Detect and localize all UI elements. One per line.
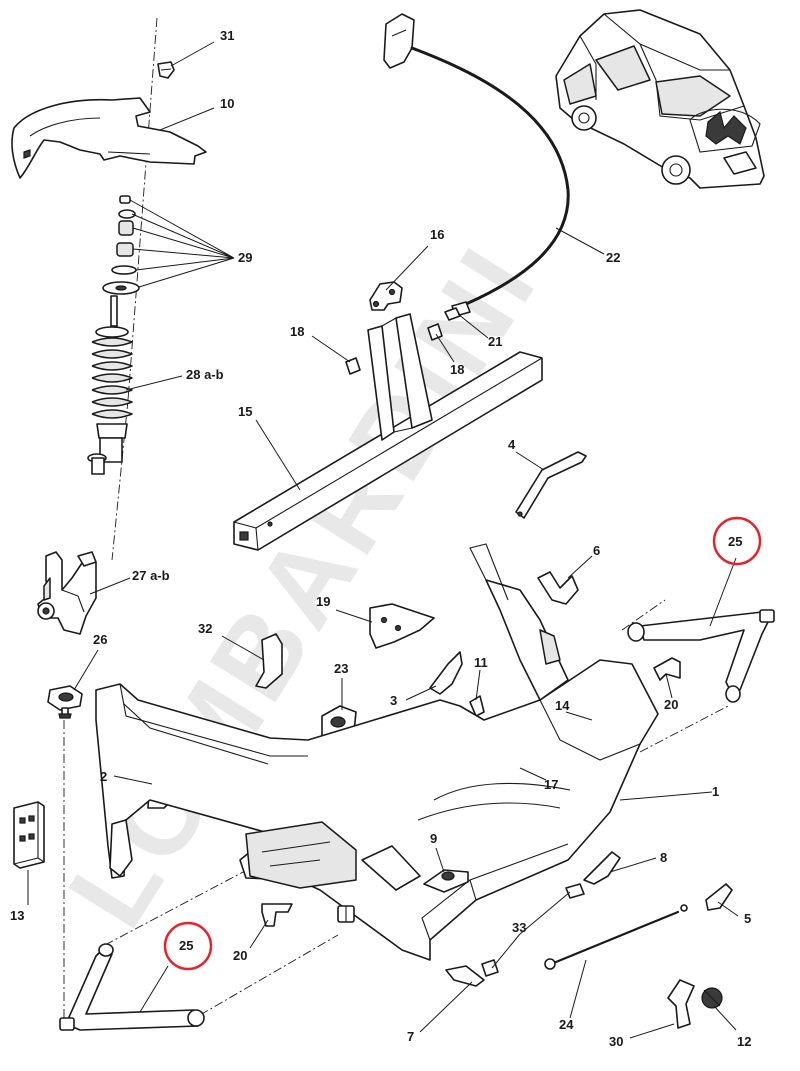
bracket-32-part — [255, 633, 283, 689]
knuckle-axis-line — [111, 399, 129, 561]
left-arm-axis-line — [104, 861, 263, 946]
callout-26: 26 — [93, 632, 107, 647]
callout-23: 23 — [334, 661, 348, 676]
highlight-circle-25-left — [163, 921, 213, 971]
callout-18-left: 18 — [290, 324, 304, 339]
bracket-19-part — [369, 603, 435, 649]
callout-16: 16 — [430, 227, 444, 242]
callout-29: 29 — [238, 250, 252, 265]
callout-labels: 1 2 3 4 5 6 7 8 9 10 11 12 13 14 15 16 1… — [10, 28, 751, 1049]
callout-32: 32 — [198, 621, 212, 636]
strut-top-mount-stack — [102, 195, 140, 295]
leader-lines — [27, 41, 739, 1039]
callout-11: 11 — [474, 655, 488, 670]
bracket-20-left — [261, 903, 293, 927]
crossmember-part — [233, 313, 543, 551]
callout-33: 33 — [512, 920, 526, 935]
callout-20-right: 20 — [664, 697, 678, 712]
wheel-arch-liner-part — [11, 97, 207, 179]
callout-12: 12 — [737, 1034, 751, 1049]
clip-33-pair — [481, 883, 585, 977]
bracket-20-right — [653, 657, 681, 681]
callout-18-right: 18 — [450, 362, 464, 377]
earth-cable-part — [544, 904, 688, 970]
callout-14: 14 — [555, 698, 570, 713]
bolt-12-part — [701, 987, 723, 1009]
bracket-3-part — [429, 651, 463, 695]
clip-part — [157, 61, 175, 79]
callout-6: 6 — [593, 543, 600, 558]
right-control-arm-part — [627, 609, 775, 703]
callout-25-right: 25 — [728, 534, 742, 549]
callout-1: 1 — [712, 784, 719, 799]
callout-10: 10 — [220, 96, 234, 111]
callout-3: 3 — [390, 693, 397, 708]
strap-7-part — [445, 965, 485, 987]
callout-22: 22 — [606, 250, 620, 265]
bracket-30-part — [667, 979, 695, 1029]
steering-knuckle-part — [37, 551, 97, 635]
strut-axis-line — [127, 17, 158, 401]
right-arm-axis-line-2 — [621, 599, 666, 631]
callout-24: 24 — [559, 1017, 574, 1032]
callout-31: 31 — [220, 28, 234, 43]
strap-8-part — [583, 851, 621, 885]
vehicle-location-inset — [555, 9, 765, 189]
main-subframe-part — [95, 543, 659, 961]
bracket-5-part — [705, 883, 733, 911]
highlight-circles — [163, 516, 762, 971]
support-block-part — [13, 801, 45, 869]
callout-27: 27 a-b — [132, 568, 170, 583]
callout-8: 8 — [660, 850, 667, 865]
left-control-arm-part — [59, 943, 205, 1031]
callout-15: 15 — [238, 404, 252, 419]
callout-30: 30 — [609, 1034, 623, 1049]
callout-25-left: 25 — [179, 938, 193, 953]
callout-2: 2 — [100, 769, 107, 784]
axis-lines — [63, 17, 731, 1030]
callout-4: 4 — [508, 437, 516, 452]
callout-19: 19 — [316, 594, 330, 609]
rubber-mount-part — [47, 685, 83, 719]
engine-mount-9-part — [423, 869, 469, 893]
callout-13: 13 — [10, 908, 24, 923]
small-bracket-part — [537, 571, 579, 605]
callout-5: 5 — [744, 911, 751, 926]
callout-28: 28 a-b — [186, 367, 224, 382]
callout-20-left: 20 — [233, 948, 247, 963]
callout-7: 7 — [407, 1029, 414, 1044]
callout-21: 21 — [488, 334, 502, 349]
callout-9: 9 — [430, 831, 437, 846]
left-arm-axis-line-2 — [199, 934, 339, 1016]
link-rod-part — [515, 451, 587, 519]
shock-absorber-part — [87, 295, 133, 475]
callout-17: 17 — [544, 777, 558, 792]
cable-bracket-part — [369, 281, 403, 311]
highlight-circle-25-right — [712, 516, 762, 566]
